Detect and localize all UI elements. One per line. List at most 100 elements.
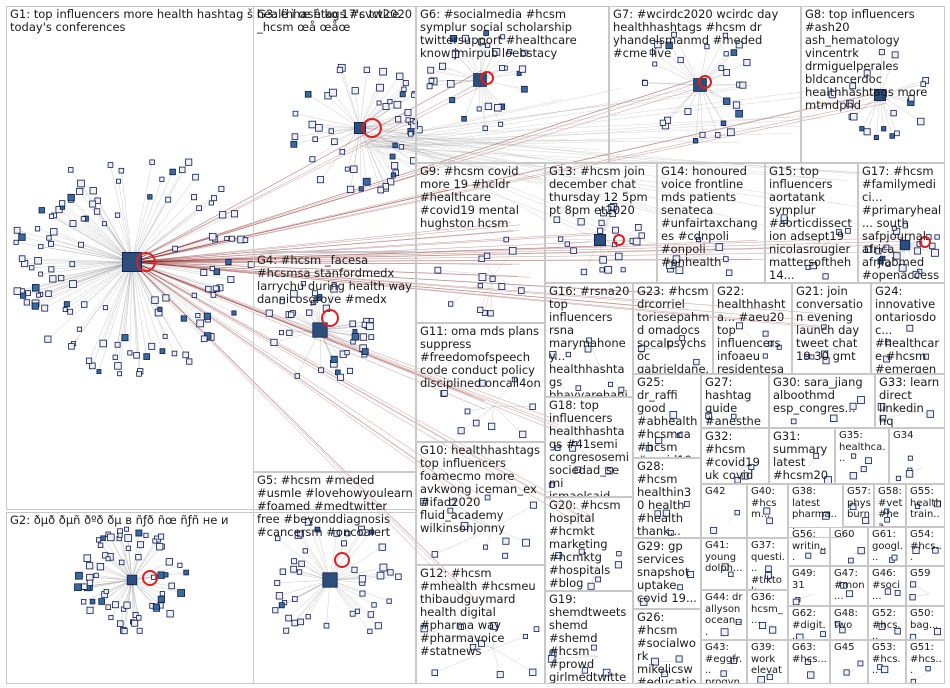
group-label: G45 (834, 642, 865, 654)
group-label: G17: #hcsm #familymedici... #primaryheal… (862, 165, 942, 283)
group-box-g42: G42 (701, 484, 747, 538)
group-label: G44: dr allyson ocean... (705, 592, 744, 638)
group-box-g20: G20: #hcsm hospital #hcmkt marketing #hc… (545, 497, 633, 591)
group-label: G32: #hcsm #covid19uk covid very sad air… (705, 430, 766, 484)
group-box-g14: G14: honoured voice frontline mds patien… (657, 163, 765, 283)
group-box-g26: G26: #hcsm #socialwork mikelicsw #educat… (633, 609, 701, 684)
group-box-g5: G5: #hcsm #meded #usmle #lovehowyoulearn… (253, 472, 416, 684)
group-box-g15: G15: top influencers aortatank symplur #… (765, 163, 858, 283)
group-label: G51: #hcs... (910, 642, 942, 677)
group-box-g17: G17: #hcsm #familymedici... #primaryheal… (858, 163, 945, 283)
group-box-g35: G35: healthca... (835, 428, 889, 484)
group-box-g61: G61: googl... (868, 527, 906, 566)
group-box-g60: G60 (830, 527, 868, 566)
group-box-g12: G12: #hcsm #mhealth #hcsmeu thibaudguyma… (416, 565, 545, 684)
group-label: G4: #hcsm _facesa #hcsmsa stanfordmedx l… (257, 254, 413, 306)
group-label: G39: work elevat... (751, 642, 785, 684)
group-label: G28: #hcsm healthin30 health #health tha… (637, 460, 698, 538)
group-label: G48: two (834, 608, 865, 631)
group-label: G15: top influencers aortatank symplur #… (769, 165, 855, 282)
group-box-g11: G11: oma mds plans suppress #freedomofsp… (416, 323, 545, 442)
group-box-g53: G53: #hcs... (868, 640, 906, 684)
group-box-g8: G8: top influencers #ash20 ash_hematolog… (801, 6, 945, 163)
group-label: G60 (834, 529, 865, 541)
group-box-g9: G9: #hcsm covid more 19 #hcldr #healthca… (416, 163, 545, 323)
group-label: G23: #hcsm drcorriel toriesepahmd omadoc… (637, 285, 710, 374)
group-label: G36: hcsm_... (751, 592, 785, 627)
group-label: G10: healthhashtags top influencers foam… (420, 444, 542, 535)
group-label: G31: summary latest #hcsm2021 theobgproj… (773, 430, 832, 484)
group-box-g51: G51: #hcs... (906, 640, 945, 684)
group-box-g63: G63: #hcs... (788, 640, 830, 684)
group-box-g41: G41: young dolph... (701, 538, 747, 590)
group-label: G21: join conversation evening launch da… (796, 285, 868, 363)
group-box-g23: G23: #hcsm drcorriel toriesepahmd omadoc… (633, 283, 713, 374)
group-label: G43: #eggfr... progyn... (705, 642, 744, 684)
group-box-g7: G7: #wcirdc2020 wcirdc day healthhashtag… (609, 6, 801, 163)
group-label: G34 (893, 430, 942, 442)
group-box-g45: G45 (830, 640, 868, 684)
group-box-g37: G37: questi... #tiktok... (747, 538, 788, 590)
group-label: G14: honoured voice frontline mds patien… (661, 165, 762, 269)
group-label: G30: sara_jiang alboothmd esp_congres... (773, 376, 872, 415)
group-label: G7: #wcirdc2020 wcirdc day healthhashtag… (613, 8, 798, 60)
group-label: G33: learn direct linkedin hq program... (879, 376, 942, 428)
group-label: G27: hashtag guide #anesthesiologi... na… (705, 376, 766, 428)
group-label: G18: top influencers healthhashtags #41s… (549, 399, 630, 497)
group-label: G37: questi... #tiktok... (751, 540, 785, 590)
group-label: G50: bag... (910, 608, 942, 631)
group-label: G63: #hcs... (792, 642, 827, 665)
group-label: G13: #hcsm join december chat thursday 1… (549, 165, 654, 217)
group-box-g34: G34 (889, 428, 945, 484)
group-label: G19: shemdtweets shemd #shemd #hcsm #pro… (549, 593, 630, 684)
group-box-g55: G55: health train... (906, 484, 945, 527)
group-box-g48: G48: two (830, 606, 868, 640)
group-label: G49: 31 (792, 568, 827, 591)
group-box-g40: G40: #hcsm... (747, 484, 788, 538)
group-label: G41: young dolph... (705, 540, 744, 575)
group-box-g33: G33: learn direct linkedin hq program... (875, 374, 945, 428)
group-label: G25: dr_raffi good #abhealth #hcsmca #hc… (637, 376, 698, 458)
group-box-g28: G28: #hcsm healthin30 health #health tha… (633, 458, 701, 538)
group-label: G47: #mon... (834, 568, 865, 603)
group-label: G38: latest pharma... (792, 486, 840, 532)
group-box-g24: G24: innovative ontariosdoc... #healthca… (871, 283, 945, 374)
group-label: G46: #soci... (872, 568, 903, 603)
group-box-g10: G10: healthhashtags top influencers foam… (416, 442, 545, 565)
group-label: G42 (705, 486, 744, 498)
group-box-g6: G6: #socialmedia #hcsm symplur social sc… (416, 6, 609, 163)
group-box-g19: G19: shemdtweets shemd #shemd #hcsm #pro… (545, 591, 633, 684)
group-label: G29: gp services snapshot uptake covid 1… (637, 540, 698, 605)
group-label: G8: top influencers #ash20 ash_hematolog… (805, 8, 942, 112)
group-box-g43: G43: #eggfr... progyn... (701, 640, 747, 684)
group-box-g4: G4: #hcsm _facesa #hcsmsa stanfordmedx l… (253, 252, 416, 472)
group-box-g27: G27: hashtag guide #anesthesiologi... na… (701, 374, 769, 428)
group-box-g13: G13: #hcsm join december chat thursday 1… (545, 163, 657, 283)
group-label: G56: writin... (792, 529, 827, 564)
group-box-g25: G25: dr_raffi good #abhealth #hcsmca #hc… (633, 374, 701, 458)
group-label: G40: #hcsm... (751, 486, 785, 521)
group-label: G26: #hcsm #socialwork mikelicsw #educat… (637, 611, 698, 684)
group-box-g62: G62: #digit... (788, 606, 830, 640)
group-label: G58: #vet #hea... (878, 486, 903, 527)
group-label: G59 (910, 568, 942, 580)
group-box-g54: G54: #hcs... (906, 527, 945, 566)
group-box-g16: G16: #rsna20 top influencers rsna maryma… (545, 283, 633, 397)
group-box-g36: G36: hcsm_... (747, 590, 788, 640)
group-label: G16: #rsna20 top influencers rsna maryma… (549, 285, 630, 397)
group-box-g59: G59 (906, 566, 945, 606)
group-box-g52: G52: #hcs... (868, 606, 906, 640)
group-box-g3: G3: ë ì œ ê ko 17's twice _hcsm œå œåœ (253, 6, 416, 252)
group-label: G5: #hcsm #meded #usmle #lovehowyoulearn… (257, 474, 413, 539)
group-box-g39: G39: work elevat... (747, 640, 788, 684)
group-label: G61: googl... (872, 529, 903, 564)
group-box-g46: G46: #soci... (868, 566, 906, 606)
group-label: G53: #hcs... (872, 642, 903, 677)
group-box-g21: G21: join conversation evening launch da… (792, 283, 871, 374)
group-box-g57: G57: phys burn... (843, 484, 874, 527)
group-box-g30: G30: sara_jiang alboothmd esp_congres... (769, 374, 875, 428)
group-box-g22: G22: healthhashta... #aeu20 top influenc… (713, 283, 792, 374)
group-label: G20: #hcsm hospital #hcmkt marketing #hc… (549, 499, 630, 591)
group-label: G52: #hcs... (872, 608, 903, 640)
group-label: G6: #socialmedia #hcsm symplur social sc… (420, 8, 606, 60)
